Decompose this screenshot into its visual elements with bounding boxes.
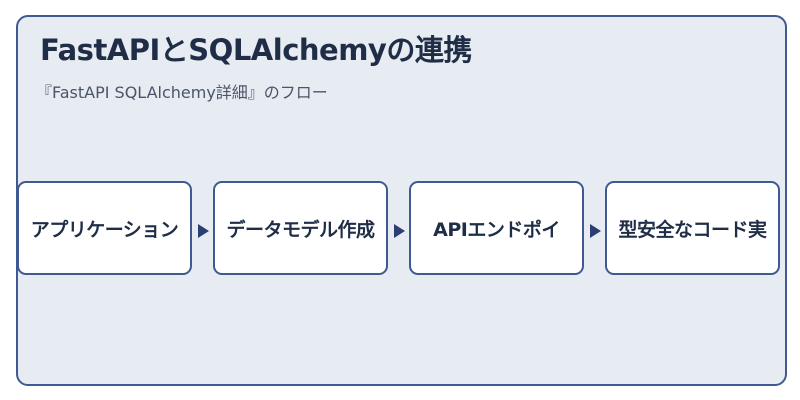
flow-step-label: アプリケーション (30, 218, 179, 241)
flow-step-data-model: データモデル作成 (213, 181, 388, 275)
flow-arrow-icon (590, 224, 601, 238)
diagram-title: FastAPIとSQLAlchemyの連携 (40, 33, 472, 67)
flow-arrow-icon (394, 224, 405, 238)
flow-step-label: APIエンドポイ (433, 218, 560, 241)
flow-arrow-icon (198, 224, 209, 238)
flow-step-label: 型安全なコード実 (618, 218, 767, 241)
diagram-subtitle: 『FastAPI SQLAlchemy詳細』のフロー (36, 83, 328, 102)
flow-step-application: アプリケーション (17, 181, 192, 275)
flow-step-type-safe-code: 型安全なコード実 (605, 181, 780, 275)
flow-step-api-endpoint: APIエンドポイ (409, 181, 584, 275)
flow-step-label: データモデル作成 (226, 218, 375, 241)
